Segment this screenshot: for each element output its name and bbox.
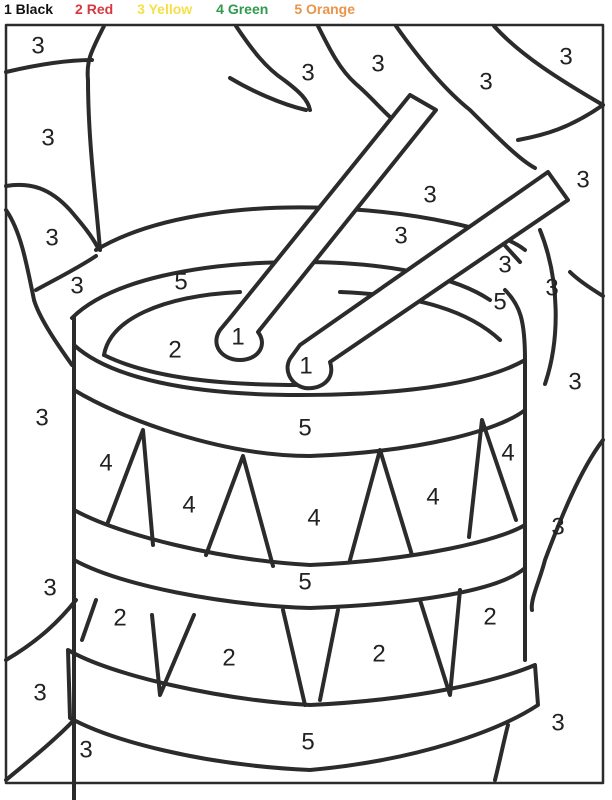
region-number: 3 <box>394 223 407 250</box>
region-number: 3 <box>79 737 92 764</box>
legend-yellow: 3 Yellow <box>137 1 193 17</box>
drumsticks <box>214 93 570 391</box>
region-number: 3 <box>35 405 48 432</box>
region-number: 3 <box>479 69 492 96</box>
region-number: 4 <box>426 484 439 511</box>
region-number: 3 <box>551 710 564 737</box>
legend-orange: 5 Orange <box>294 1 356 17</box>
background-lines <box>4 24 605 782</box>
region-number: 5 <box>301 729 314 756</box>
legend-green: 4 Green <box>216 1 269 17</box>
region-number: 4 <box>182 492 195 519</box>
drumstick-left-icon <box>214 93 438 362</box>
legend-red: 2 Red <box>75 1 114 17</box>
region-number: 3 <box>301 60 314 87</box>
region-number: 3 <box>31 33 44 60</box>
region-number: 5 <box>298 569 311 596</box>
region-number: 3 <box>559 44 572 71</box>
region-number: 3 <box>423 182 436 209</box>
region-number: 1 <box>231 324 244 351</box>
region-number: 4 <box>99 450 112 477</box>
region-number: 2 <box>372 641 385 668</box>
drumstick-right-icon <box>285 170 570 391</box>
region-number: 3 <box>568 369 581 396</box>
region-number: 3 <box>41 125 54 152</box>
region-number: 3 <box>545 275 558 302</box>
region-number: 5 <box>298 415 311 442</box>
region-number: 3 <box>551 514 564 541</box>
region-number: 5 <box>493 289 506 316</box>
region-number: 2 <box>168 337 181 364</box>
region-number: 3 <box>70 273 83 300</box>
color-legend: 1 Black 2 Red 3 Yellow 4 Green 5 Orange <box>4 0 355 18</box>
region-number: 3 <box>33 680 46 707</box>
region-number: 3 <box>45 225 58 252</box>
region-number: 2 <box>222 645 235 672</box>
drum-body <box>66 343 540 800</box>
region-number: 3 <box>371 51 384 78</box>
region-number: 3 <box>576 167 589 194</box>
region-number: 4 <box>307 505 320 532</box>
region-number: 2 <box>483 604 496 631</box>
region-numbers: 3 3 3 3 3 3 3 3 3 3 3 3 3 3 3 3 3 3 3 3 … <box>31 33 589 764</box>
region-number: 3 <box>498 252 511 279</box>
region-number: 5 <box>174 269 187 296</box>
picture-frame <box>4 23 605 785</box>
region-number: 3 <box>43 575 56 602</box>
region-number: 2 <box>113 605 126 632</box>
region-number: 4 <box>501 440 514 467</box>
region-number: 1 <box>299 353 312 380</box>
legend-black: 1 Black <box>4 1 54 17</box>
